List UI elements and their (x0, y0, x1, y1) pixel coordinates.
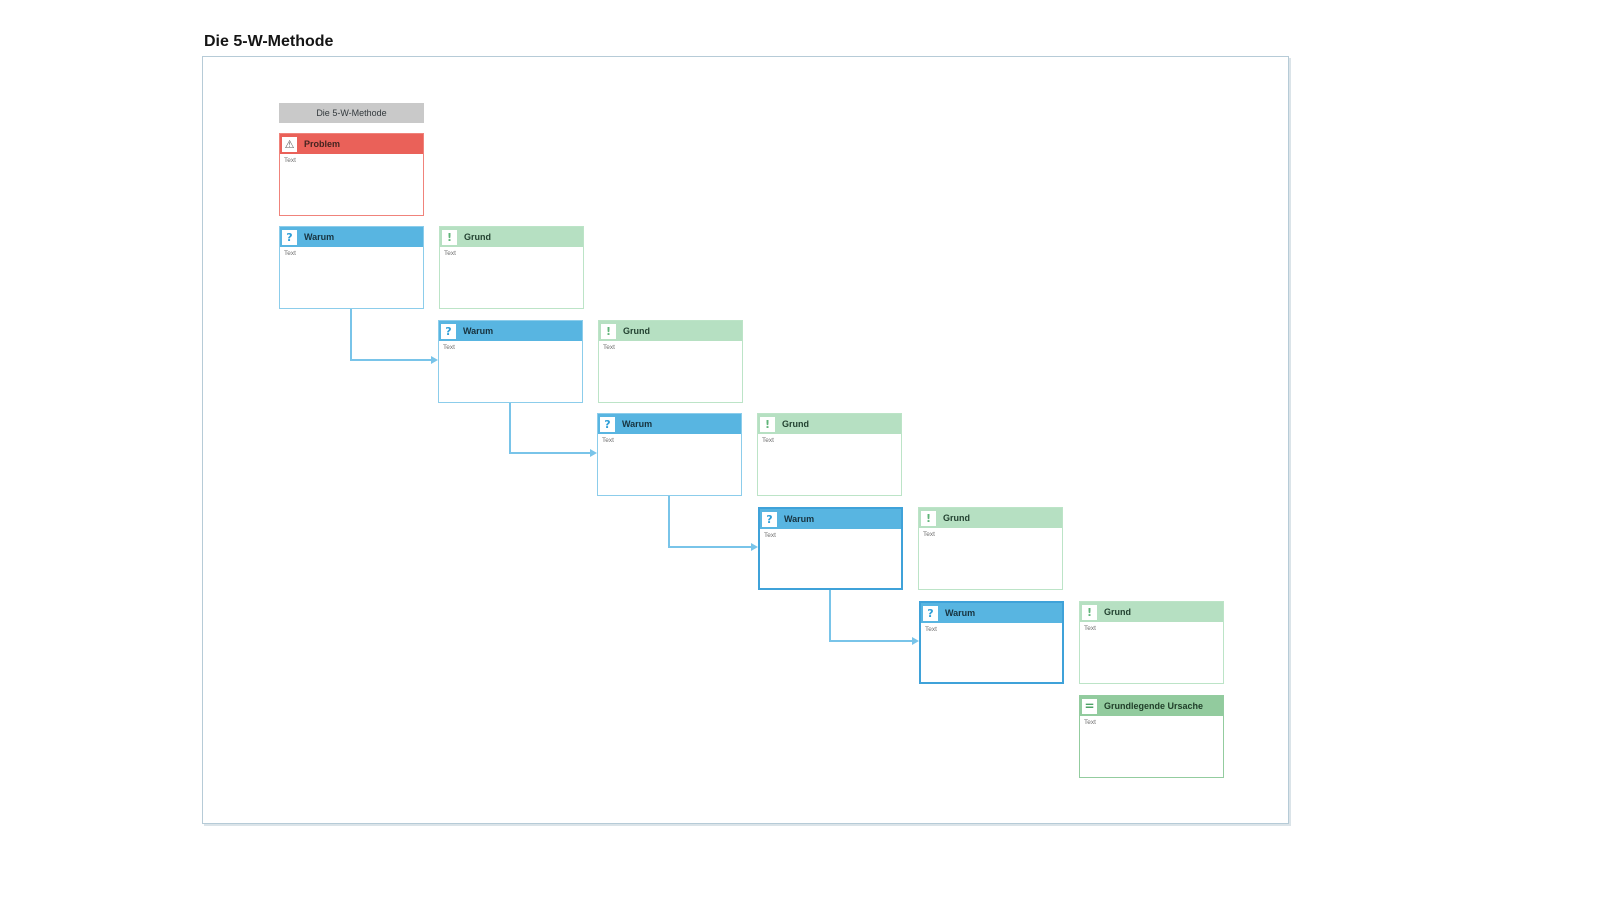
text-placeholder: Text (764, 532, 776, 539)
text-placeholder: Text (284, 250, 296, 257)
question-icon: ? (604, 417, 611, 431)
grund-node-header: ! Grund (1080, 602, 1223, 622)
text-placeholder: Text (443, 344, 455, 351)
text-placeholder: Text (284, 157, 296, 164)
warum-node-header: ? Warum (921, 603, 1062, 623)
text-placeholder: Text (1084, 719, 1096, 726)
icon-box: ? (282, 229, 297, 245)
question-icon: ? (445, 324, 452, 338)
connector-3-segment[interactable] (668, 546, 751, 548)
warum-node-1[interactable]: ? Warum Text (279, 226, 424, 309)
warum-node-5[interactable]: ? Warum Text (919, 601, 1064, 684)
text-placeholder: Text (762, 437, 774, 444)
warum-node-header: ? Warum (760, 509, 901, 529)
grund-node-3[interactable]: ! Grund Text (757, 413, 902, 496)
grund-node-1[interactable]: ! Grund Text (439, 226, 584, 309)
node-label: Grund (623, 326, 650, 336)
page-title: Die 5-W-Methode (204, 33, 334, 50)
warum-node-4[interactable]: ? Warum Text (758, 507, 903, 590)
node-body[interactable]: Text (760, 529, 901, 588)
node-label: Grundlegende Ursache (1104, 701, 1204, 711)
node-label: Grund (782, 419, 809, 429)
icon-box: ? (762, 511, 777, 527)
icon-box: ? (600, 416, 615, 432)
connector-4-arrowhead[interactable] (912, 637, 919, 645)
node-label: Problem (304, 139, 341, 149)
node-label: Warum (622, 419, 653, 429)
grund-node-header: ! Grund (758, 414, 901, 434)
grund-node-header: ! Grund (599, 321, 742, 341)
connector-4-segment[interactable] (829, 640, 912, 642)
connector-2-segment[interactable] (509, 452, 590, 454)
root-cause-node[interactable]: = Grundlegende Ursache Text (1079, 695, 1224, 778)
icon-box: = (1082, 698, 1097, 714)
grund-node-header: ! Grund (919, 508, 1062, 528)
node-label: Warum (945, 608, 976, 618)
icon-box: ! (442, 229, 457, 245)
node-body[interactable]: Text (919, 528, 1062, 589)
exclamation-icon: ! (1086, 605, 1093, 619)
grund-node-header: ! Grund (440, 227, 583, 247)
icon-box: ⚠ (282, 136, 297, 152)
equals-icon: = (1084, 699, 1095, 713)
connector-3-arrowhead[interactable] (751, 543, 758, 551)
problem-node-header: ⚠ Problem (280, 134, 423, 154)
node-body[interactable]: Text (599, 341, 742, 402)
grund-node-5[interactable]: ! Grund Text (1079, 601, 1224, 684)
exclamation-icon: ! (605, 324, 612, 338)
node-body[interactable]: Text (598, 434, 741, 495)
node-body[interactable]: Text (921, 623, 1062, 682)
node-body[interactable]: Text (280, 247, 423, 308)
text-placeholder: Text (444, 250, 456, 257)
node-label: Warum (784, 514, 815, 524)
icon-box: ? (441, 323, 456, 339)
warum-node-header: ? Warum (439, 321, 582, 341)
node-label: Warum (304, 232, 335, 242)
exclamation-icon: ! (925, 511, 932, 525)
warum-node-3[interactable]: ? Warum Text (597, 413, 742, 496)
connector-1-arrowhead[interactable] (431, 356, 438, 364)
text-placeholder: Text (603, 344, 615, 351)
exclamation-icon: ! (764, 417, 771, 431)
warum-node-header: ? Warum (280, 227, 423, 247)
icon-box: ! (760, 416, 775, 432)
text-placeholder: Text (925, 626, 937, 633)
grund-node-4[interactable]: ! Grund Text (918, 507, 1063, 590)
node-body[interactable]: Text (439, 341, 582, 402)
problem-node[interactable]: ⚠ Problem Text (279, 133, 424, 216)
warum-node-header: ? Warum (598, 414, 741, 434)
icon-box: ! (1082, 604, 1097, 620)
text-placeholder: Text (923, 531, 935, 538)
root-cause-node-header: = Grundlegende Ursache (1080, 696, 1223, 716)
question-icon: ? (286, 230, 293, 244)
exclamation-icon: ! (446, 230, 453, 244)
node-label: Grund (943, 513, 970, 523)
text-placeholder: Text (602, 437, 614, 444)
diagram-title-shape[interactable]: Die 5-W-Methode (279, 103, 424, 123)
node-body[interactable]: Text (758, 434, 901, 495)
question-icon: ? (766, 512, 773, 526)
connector-1-segment[interactable] (350, 309, 352, 360)
node-body[interactable]: Text (440, 247, 583, 308)
connector-1-segment[interactable] (350, 359, 431, 361)
grund-node-2[interactable]: ! Grund Text (598, 320, 743, 403)
node-body[interactable]: Text (1080, 716, 1223, 777)
connector-3-segment[interactable] (668, 496, 670, 547)
node-body[interactable]: Text (280, 154, 423, 215)
question-icon: ? (927, 606, 934, 620)
text-placeholder: Text (1084, 625, 1096, 632)
icon-box: ? (923, 605, 938, 621)
icon-box: ! (601, 323, 616, 339)
node-label: Grund (1104, 607, 1131, 617)
connector-2-segment[interactable] (509, 403, 511, 453)
warning-icon: ⚠ (284, 137, 295, 151)
node-label: Warum (463, 326, 494, 336)
node-body[interactable]: Text (1080, 622, 1223, 683)
icon-box: ! (921, 510, 936, 526)
node-label: Grund (464, 232, 491, 242)
connector-2-arrowhead[interactable] (590, 449, 597, 457)
warum-node-2[interactable]: ? Warum Text (438, 320, 583, 403)
connector-4-segment[interactable] (829, 590, 831, 641)
